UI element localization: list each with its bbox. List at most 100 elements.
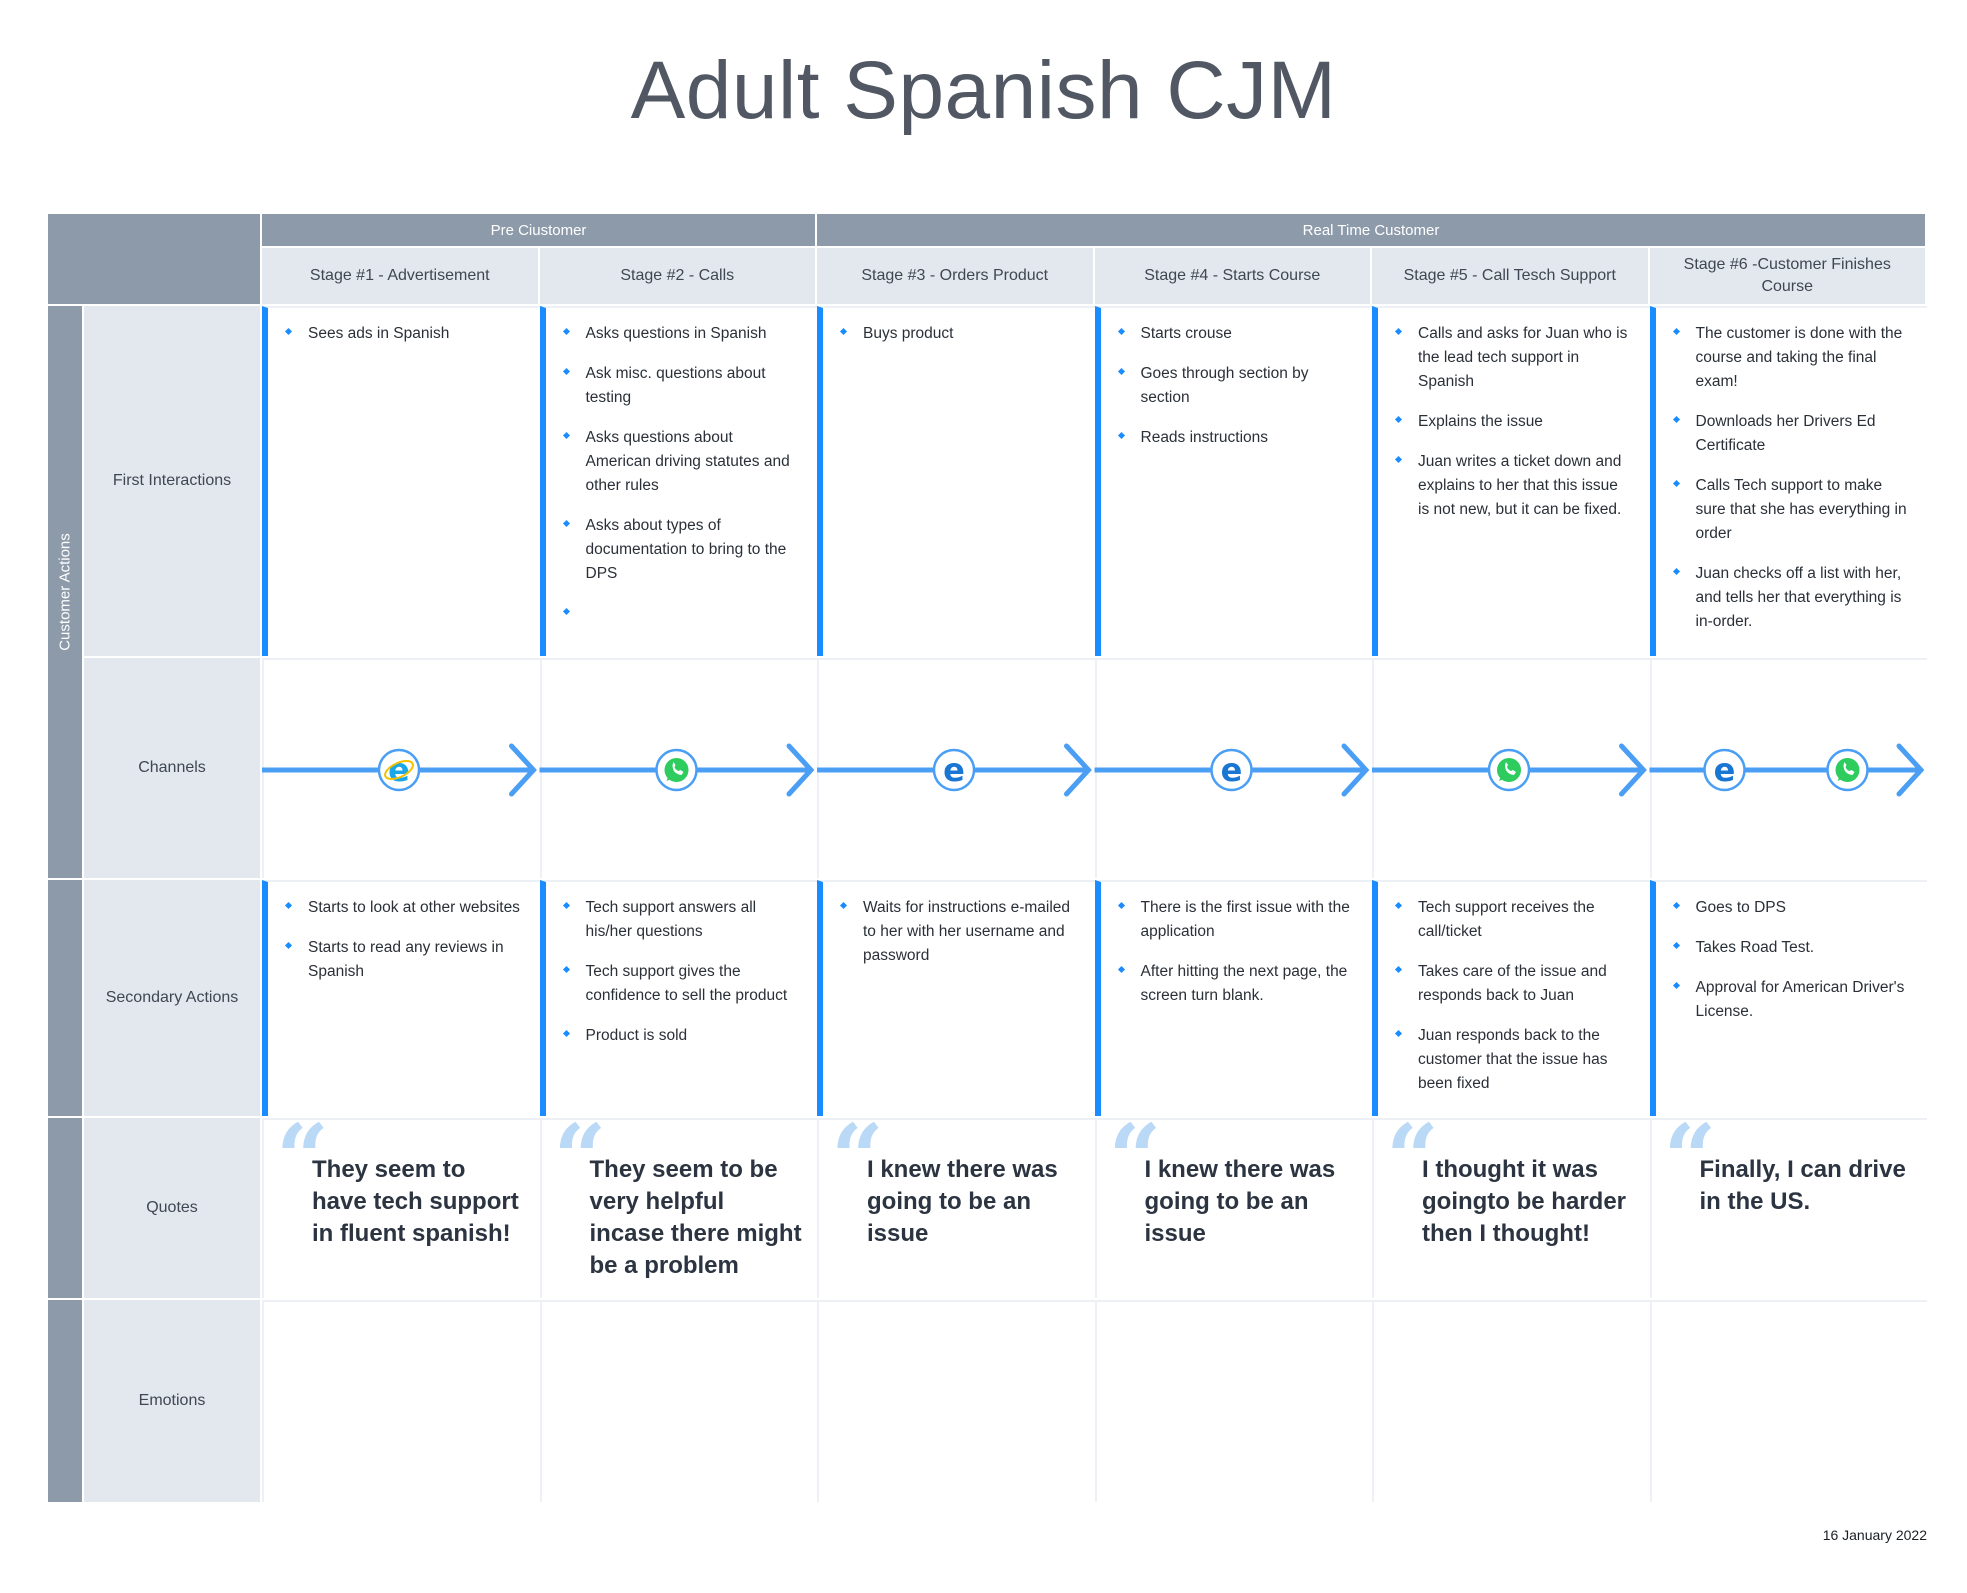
secondary-action-item: Tech support gives the confidence to sel… (586, 960, 800, 1008)
secondary-action-item: Juan responds back to the customer that … (1418, 1024, 1632, 1096)
edge-icon-ring (1703, 748, 1746, 792)
first-interaction-list: Sees ads in Spanish (268, 308, 540, 346)
edge-icon-glyph: e (943, 751, 965, 789)
secondary-action-list: Waits for instructions e-mailed to her w… (823, 882, 1095, 968)
first-interaction-item: Starts crouse (1141, 322, 1355, 346)
channel-arrowhead (509, 743, 537, 797)
channel-arrowhead (1064, 743, 1092, 797)
row-label-emotions: Emotions (84, 1300, 260, 1502)
date-label: 16 January 2022 (1822, 1527, 1927, 1543)
quote-cell: “Finally, I can drive in the US. (1649, 1112, 1927, 1298)
first-interaction-item: Goes through section by section (1141, 362, 1355, 410)
row-bar-quotes (48, 1118, 82, 1298)
ie-icon: e (377, 748, 421, 792)
first-interaction-list: Buys product (823, 308, 1095, 346)
row-label-quotes: Quotes (84, 1118, 260, 1298)
phase-header: Pre Ciustomer (262, 214, 815, 246)
quote-cell: “They seem to have tech support in fluen… (262, 1112, 540, 1298)
emotion-cell (539, 1300, 817, 1502)
secondary-action-list: Tech support answers all his/her questio… (546, 882, 818, 1048)
secondary-action-cell: There is the first issue with the applic… (1094, 880, 1373, 1116)
first-interaction-item: Ask misc. questions about testing (586, 362, 800, 410)
page-title: Adult Spanish CJM (630, 45, 1337, 136)
first-interaction-item: Asks about types of documentation to bri… (586, 514, 800, 586)
stage-header: Stage #2 - Calls (539, 248, 815, 304)
first-interaction-item: Downloads her Drivers Ed Certificate (1696, 410, 1910, 458)
quote-text: They seem to be very helpful incase ther… (589, 1156, 802, 1279)
emotion-cell (817, 1300, 1095, 1502)
first-interaction-list: Calls and asks for Juan who is the lead … (1378, 308, 1650, 522)
secondary-action-cell: Waits for instructions e-mailed to her w… (817, 880, 1095, 1116)
quote-mark-icon: “ (1386, 1104, 1439, 1212)
row-label-channels: Channels (84, 658, 260, 878)
whatsapp-icon (1487, 748, 1531, 792)
quote-text: I thought it was goingto be harder then … (1422, 1156, 1626, 1247)
channel-arrowhead (1341, 743, 1370, 797)
first-interaction-item: Calls and asks for Juan who is the lead … (1418, 322, 1632, 394)
first-interaction-cell: Sees ads in Spanish (262, 306, 540, 656)
whatsapp-icon (655, 748, 698, 792)
secondary-action-item: There is the first issue with the applic… (1141, 896, 1355, 944)
secondary-action-item: Waits for instructions e-mailed to her w… (863, 896, 1077, 968)
secondary-action-item: Starts to read any reviews in Spanish (308, 936, 522, 984)
ie-icon-ring (377, 748, 421, 792)
quote-text: I knew there was going to be an issue (1144, 1156, 1336, 1247)
whatsapp-icon (1826, 748, 1869, 792)
stage-header: Stage #5 - Call Tesch Support (1372, 248, 1648, 304)
quote-text: They seem to have tech support in fluent… (312, 1156, 519, 1247)
quote-mark-icon: “ (1108, 1104, 1162, 1212)
first-interaction-cell: Buys product (817, 306, 1095, 656)
first-interaction-item: Sees ads in Spanish (308, 322, 522, 346)
edge-icon: e (1210, 748, 1253, 792)
phase-header: Real Time Customer (817, 214, 1925, 246)
first-interaction-list: The customer is done with the course and… (1656, 308, 1928, 634)
emotion-cell (1094, 1300, 1372, 1502)
stage-header: Stage #4 - Starts Course (1094, 248, 1370, 304)
quote-mark-icon: “ (831, 1104, 884, 1212)
quote-cell: “I thought it was goingto be harder then… (1372, 1112, 1650, 1298)
first-interaction-item: Asks questions about American driving st… (586, 426, 800, 498)
channel-arrowhead (1896, 743, 1925, 797)
stage-header: Stage #1 - Advertisement (262, 248, 538, 304)
secondary-action-item: Tech support receives the call/ticket (1418, 896, 1632, 944)
secondary-action-item: Product is sold (586, 1024, 800, 1048)
corner-cell (48, 214, 260, 304)
edge-icon-ring (932, 748, 976, 792)
first-interaction-item: Reads instructions (1141, 426, 1355, 450)
channel-arrowhead (786, 743, 815, 797)
secondary-action-item: Takes care of the issue and responds bac… (1418, 960, 1632, 1008)
ie-icon-glyph: e (388, 751, 410, 789)
stage-header: Stage #6 -Customer Finishes Course (1649, 248, 1925, 304)
whatsapp-phone (672, 762, 684, 775)
row-label-first: First Interactions (84, 306, 260, 656)
edge-icon-glyph: e (1221, 751, 1243, 789)
quote-text: Finally, I can drive in the US. (1699, 1156, 1906, 1215)
quote-mark-icon: “ (553, 1104, 607, 1212)
quote-cell: “I knew there was going to be an issue (1094, 1112, 1372, 1298)
row-bar-emotions (48, 1300, 82, 1502)
secondary-action-list: There is the first issue with the applic… (1101, 882, 1373, 1008)
quote-text: I knew there was going to be an issue (867, 1156, 1058, 1247)
first-interaction-cell: The customer is done with the course and… (1649, 306, 1928, 656)
ie-orbit (384, 760, 414, 780)
whatsapp-phone (1843, 762, 1855, 775)
edge-icon-glyph: e (1714, 751, 1736, 789)
quote-cell: “They seem to be very helpful incase the… (539, 1112, 817, 1298)
row-label-secondary: Secondary Actions (84, 880, 260, 1116)
first-interaction-item: Juan writes a ticket down and explains t… (1418, 450, 1632, 522)
edge-icon: e (932, 748, 976, 792)
quote-mark-icon: “ (276, 1104, 329, 1212)
secondary-action-cell: Tech support answers all his/her questio… (539, 880, 818, 1116)
first-interaction-item: Asks questions in Spanish (586, 322, 800, 346)
first-interaction-item: Explains the issue (1418, 410, 1632, 434)
secondary-action-item: Starts to look at other websites (308, 896, 522, 920)
